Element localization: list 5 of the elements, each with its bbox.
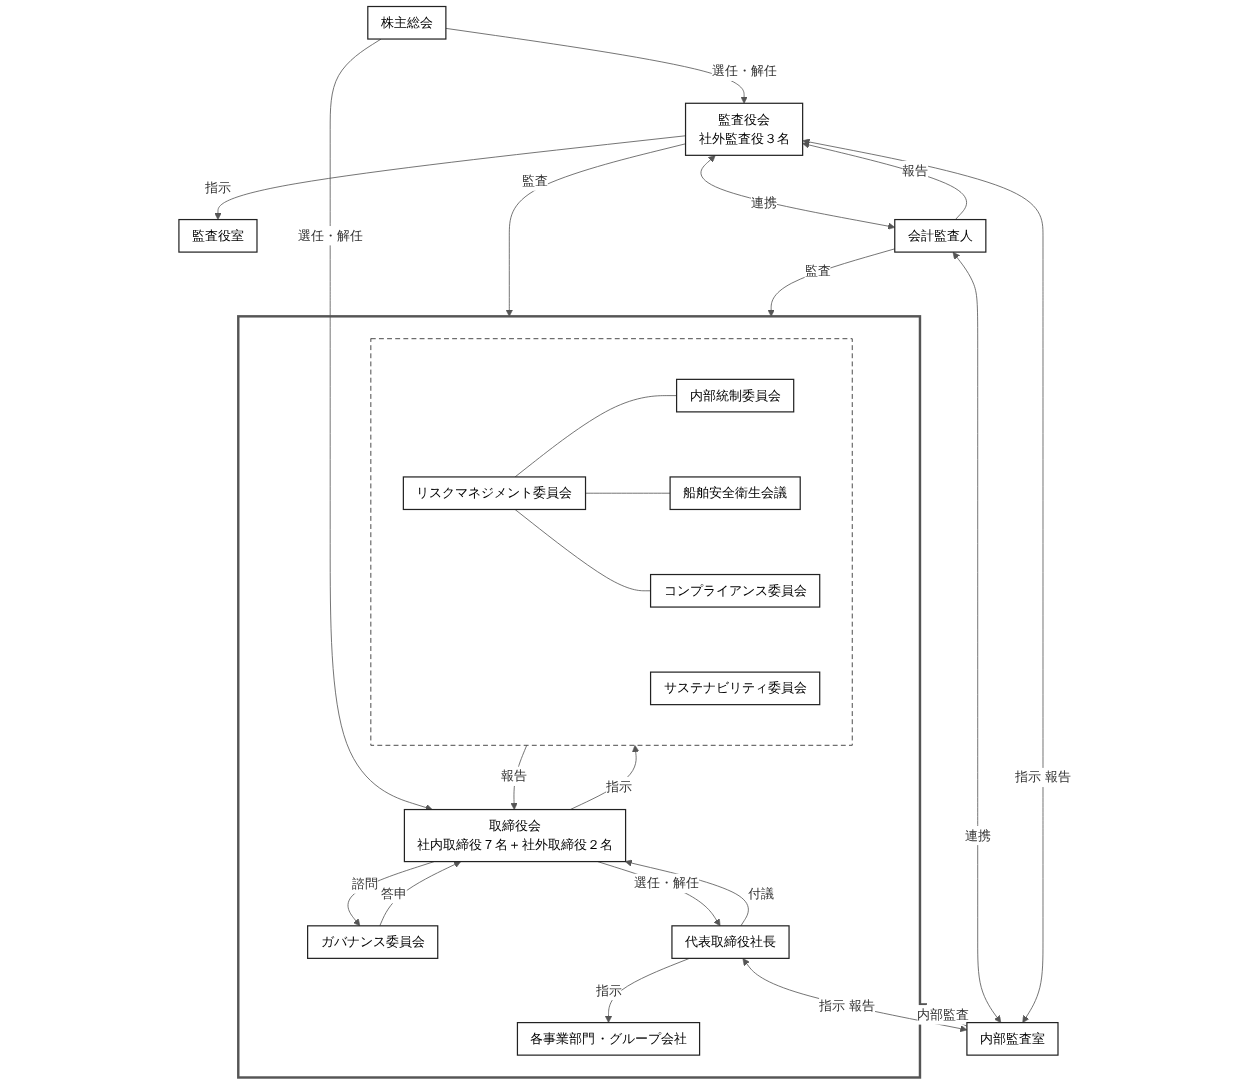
connector [585,492,671,494]
cluster [237,315,922,1079]
connector [514,395,677,478]
cluster [370,338,853,746]
connector [514,509,651,592]
